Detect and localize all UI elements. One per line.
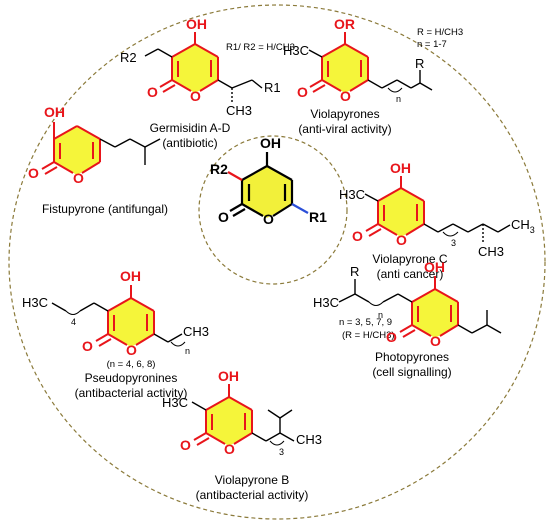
violapyrone-c-h3c: H3C [339, 187, 365, 202]
violapyrone-b-activity: (antibacterial activity) [196, 488, 309, 502]
germisidin-ch3: CH3 [226, 103, 252, 118]
violapyrones-r: R [415, 56, 424, 71]
pseudopyronines-o2: O [126, 342, 137, 358]
violapyrone-b-h3c: H3C [162, 395, 188, 410]
pseudopyronines-structure: OH H3C 4 O O CH3 n (n = 4, 6, 8) Pseudop… [22, 268, 209, 400]
violapyrone-b-structure: OH H3C O O 3 CH3 Violapyrone B (antibact… [162, 368, 322, 502]
violapyrone-b-ch3: CH3 [296, 432, 322, 447]
fistupyrone-name: Fistupyrone (antifungal) [42, 202, 168, 216]
core-o-ring: O [263, 211, 274, 227]
pseudopyronines-note: (n = 4, 6, 8) [107, 359, 156, 370]
violapyrones-note-n: n = 1-7 [417, 39, 447, 50]
photopyrones-note-r: (R = H/CH3) [342, 330, 395, 341]
photopyrones-structure: OH R H3C n n = 3, 5, 7, 9 (R = H/CH3) O … [313, 259, 502, 379]
violapyrones-h3c: H3C [283, 43, 309, 58]
core-o-carbonyl: O [218, 209, 229, 225]
violapyrones-activity: (anti-viral activity) [298, 122, 391, 136]
pseudopyronines-o1: O [82, 338, 93, 354]
photopyrones-oh: OH [424, 259, 445, 275]
photopyrones-n: n [378, 310, 383, 320]
outer-dashed-circle [8, 4, 546, 520]
inner-dashed-circle [198, 135, 348, 285]
violapyrones-o2: O [340, 88, 351, 104]
core-oh: OH [260, 135, 281, 151]
photopyrones-note-n: n = 3, 5, 7, 9 [339, 317, 392, 328]
pseudopyronines-n: n [185, 346, 190, 356]
fistupyrone-oh: OH [44, 104, 65, 120]
germisidin-note: R1/ R2 = H/CH3 [226, 42, 295, 53]
pseudopyronines-name: Pseudopyronines [85, 371, 178, 385]
photopyrones-h3c: H3C [313, 295, 339, 310]
violapyrones-n: n [396, 94, 401, 104]
fistupyrone-o2: O [73, 170, 84, 186]
germisidin-o1: O [147, 84, 158, 100]
fistupyrone-structure: OH O O Fistupyrone (antifungal) [28, 104, 168, 216]
pseudopyronines-sub4: 4 [71, 317, 76, 327]
photopyrones-r: R [350, 264, 359, 279]
photopyrones-activity: (cell signalling) [372, 365, 451, 379]
violapyrone-b-sub3: 3 [279, 447, 284, 457]
violapyrone-c-ch3: CH3 [478, 244, 504, 259]
violapyrone-c-ch3-right: CH3 [511, 217, 535, 235]
violapyrone-c-name: Violapyrone C [372, 252, 447, 266]
germisidin-oh: OH [186, 16, 207, 32]
pseudopyronines-activity: (antibacterial activity) [75, 386, 188, 400]
germisidin-o2: O [190, 88, 201, 104]
violapyrone-c-o2: O [396, 232, 407, 248]
violapyrone-b-o1: O [180, 437, 191, 453]
germisidin-name: Germisidin A-D [150, 121, 231, 135]
violapyrone-b-oh: OH [218, 368, 239, 384]
violapyrones-or: OR [334, 16, 355, 32]
photopyrones-name: Photopyrones [375, 350, 449, 364]
violapyrone-c-structure: OH H3C O O 3 CH3 CH3 Violapyrone C (anti… [339, 160, 535, 281]
photopyrones-o1: O [386, 329, 397, 345]
violapyrones-note-r: R = H/CH3 [417, 27, 463, 38]
core-r2: R2 [210, 161, 228, 177]
core-r1: R1 [309, 209, 327, 225]
germisidin-structure: OH R2 R1/ R2 = H/CH3 O O R1 CH3 Germisid… [120, 16, 295, 150]
violapyrone-c-oh: OH [390, 160, 411, 176]
germisidin-activity: (antibiotic) [162, 136, 217, 150]
core-structure: OH R2 O O R1 [210, 135, 327, 227]
pseudopyronines-oh: OH [120, 268, 141, 284]
violapyrone-c-activity: (anti cancer) [377, 267, 444, 281]
germisidin-r2: R2 [120, 50, 137, 65]
violapyrone-c-sub3: 3 [451, 238, 456, 248]
photopyrones-o2: O [430, 333, 441, 349]
germisidin-r1: R1 [264, 80, 281, 95]
violapyrone-b-o2: O [224, 441, 235, 457]
pseudopyronines-h3c: H3C [22, 295, 48, 310]
fistupyrone-o1: O [28, 165, 39, 181]
violapyrone-b-name: Violapyrone B [215, 473, 290, 487]
pseudopyronines-ch3: CH3 [183, 324, 209, 339]
violapyrones-name: Violapyrones [310, 107, 379, 121]
violapyrone-c-o1: O [352, 228, 363, 244]
violapyrones-o1: O [297, 84, 308, 100]
violapyrones-structure: OR H3C R = H/CH3 n = 1-7 R O O n Violapy… [283, 16, 463, 136]
